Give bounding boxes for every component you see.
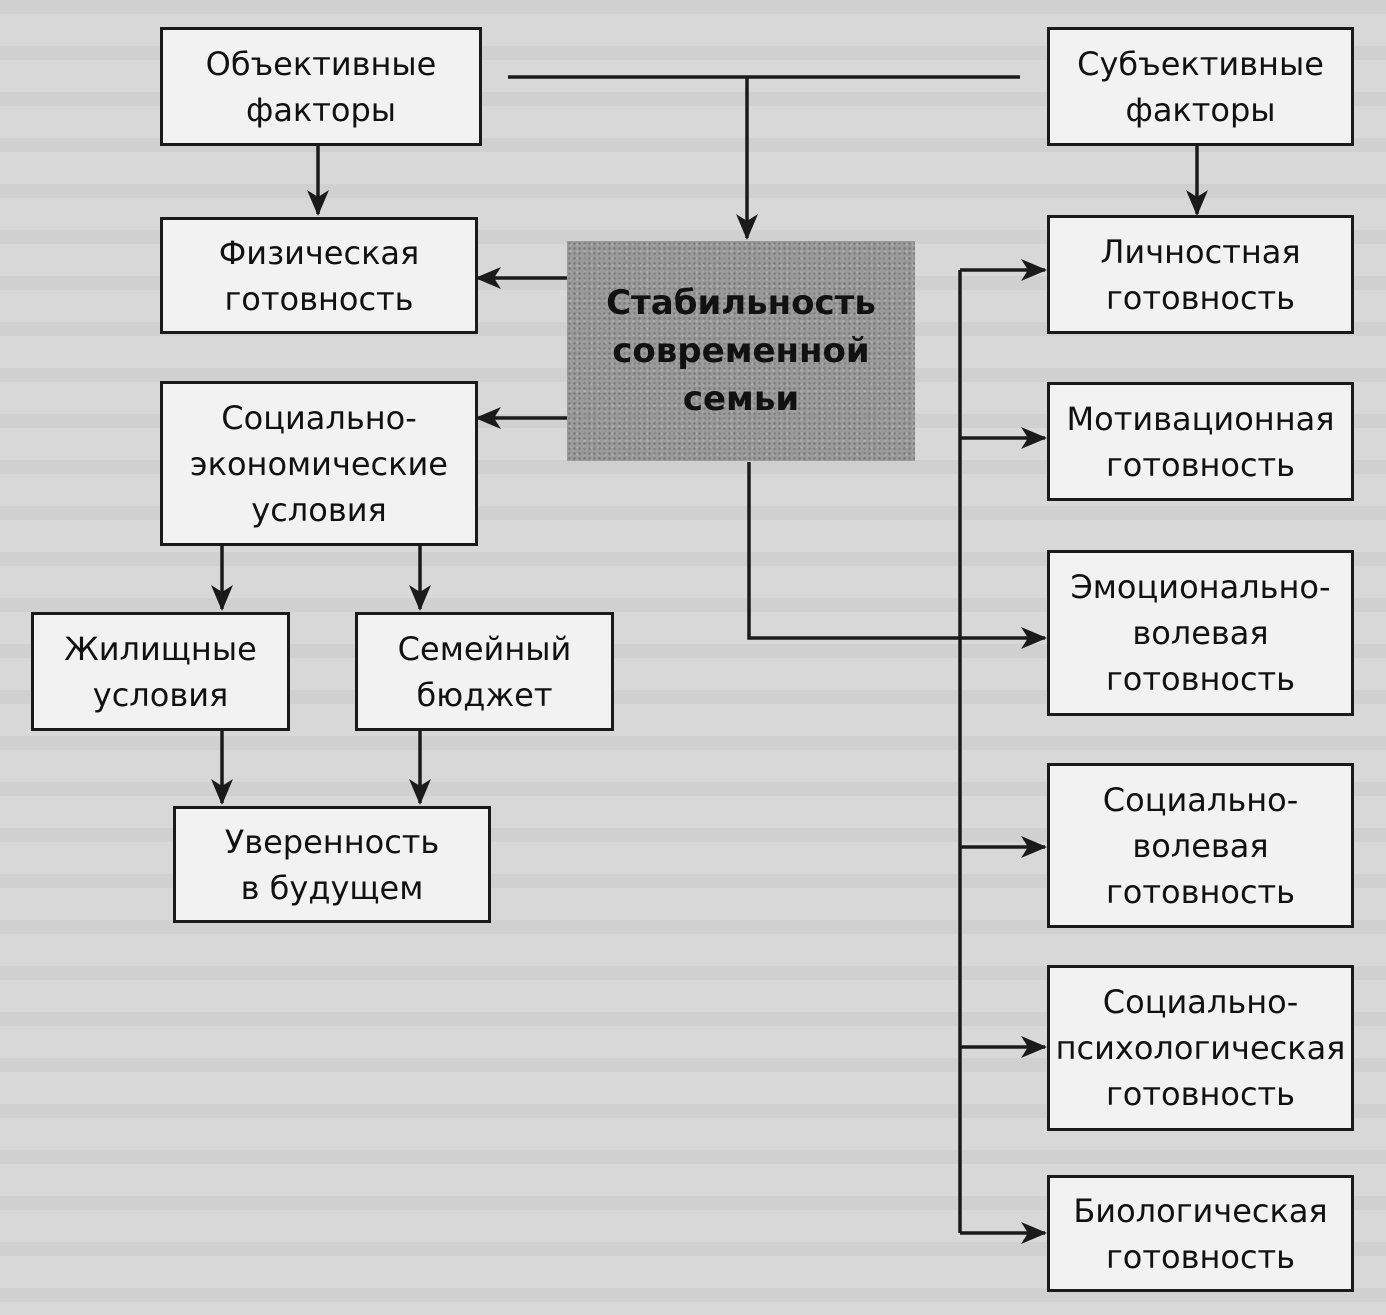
- box-text-line: Мотивационная: [1066, 399, 1335, 438]
- box-text-line: Эмоционально-: [1070, 568, 1331, 606]
- box-text-line: факторы: [245, 90, 397, 129]
- box-text-line: экономические: [190, 444, 448, 483]
- physical-readiness-box: Физическая готовность: [160, 217, 478, 334]
- motivational-readiness-box: Мотивационная готовность: [1047, 382, 1354, 501]
- box-text-line: готовность: [224, 279, 414, 318]
- box-text-line: волевая: [1132, 614, 1269, 652]
- box-text-line: Объективные: [205, 44, 437, 83]
- box-text-line: волевая: [1132, 826, 1269, 865]
- center-text-line: Стабильность: [606, 283, 876, 323]
- housing-conditions-box: Жилищные условия: [31, 612, 290, 731]
- socio-economic-conditions-box: Социально- экономические условия: [160, 381, 478, 546]
- box-text-line: Субъективные: [1077, 44, 1324, 83]
- box-text-line: Социально-: [1102, 780, 1299, 819]
- emotional-volitional-readiness-box: Эмоционально- волевая готовность: [1047, 550, 1354, 716]
- personal-readiness-box: Личностная готовность: [1047, 215, 1354, 334]
- box-text-line: готовность: [1105, 1237, 1296, 1276]
- box-text-line: Биологическая: [1073, 1191, 1328, 1230]
- family-budget-box: Семейный бюджет: [355, 612, 614, 731]
- subjective-factors-box: Субъективные факторы: [1047, 27, 1354, 146]
- socio-psychological-readiness-box: Социально- психологическая готовность: [1047, 965, 1354, 1131]
- center-text-line: семьи: [682, 379, 800, 419]
- box-text-line: психологическая: [1055, 1029, 1346, 1067]
- box-text-line: факторы: [1125, 90, 1276, 129]
- box-text-line: условия: [92, 675, 229, 714]
- box-text-line: готовность: [1105, 872, 1296, 911]
- biological-readiness-box: Биологическая готовность: [1047, 1175, 1354, 1292]
- confidence-in-future-box: Уверенность в будущем: [173, 806, 491, 923]
- center-to-bus-line: [747, 462, 960, 640]
- box-text-line: Жилищные: [64, 629, 257, 668]
- box-text-line: Уверенность: [224, 822, 440, 861]
- objective-factors-box: Объективные факторы: [160, 27, 482, 146]
- box-text-line: в будущем: [240, 868, 424, 907]
- box-text-line: Личностная: [1100, 232, 1301, 271]
- box-text-line: готовность: [1105, 445, 1296, 484]
- center-text-line: современной: [612, 331, 870, 371]
- box-text-line: бюджет: [416, 675, 553, 714]
- family-stability-center-box: Стабильность современной семьи: [567, 241, 915, 461]
- box-text-line: Социально-: [221, 398, 417, 437]
- box-text-line: Социально-: [1102, 983, 1299, 1021]
- social-volitional-readiness-box: Социально- волевая готовность: [1047, 763, 1354, 928]
- box-text-line: условия: [251, 490, 387, 529]
- box-text-line: Физическая: [218, 233, 420, 272]
- box-text-line: Семейный: [397, 629, 572, 668]
- box-text-line: готовность: [1105, 278, 1296, 317]
- box-text-line: готовность: [1105, 660, 1296, 698]
- box-text-line: готовность: [1105, 1075, 1296, 1113]
